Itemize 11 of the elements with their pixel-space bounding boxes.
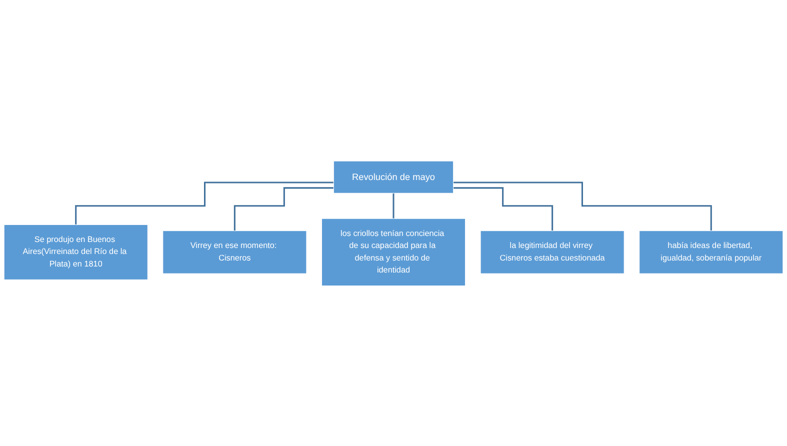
connector bbox=[453, 186, 554, 232]
node-box: Virrey en ese momento: Cisneros bbox=[162, 230, 307, 274]
connector bbox=[453, 181, 712, 232]
connector bbox=[234, 186, 334, 232]
node-box: Revolución de mayo bbox=[333, 160, 454, 193]
node-box: Se produjo en Buenos Aires(Virreinato del Río de la Plata) en 1810 bbox=[4, 224, 148, 280]
connector bbox=[392, 192, 394, 219]
node-box: los criollos tenían conciencia de su capacidad para la defensa y sentido de identidad bbox=[321, 218, 466, 286]
node-box: había ideas de libertad, igualdad, soberanía popular bbox=[639, 230, 784, 274]
connector bbox=[75, 181, 334, 226]
node-box: la legitimidad del virrey Cisneros estaba cuestionada bbox=[480, 230, 624, 274]
